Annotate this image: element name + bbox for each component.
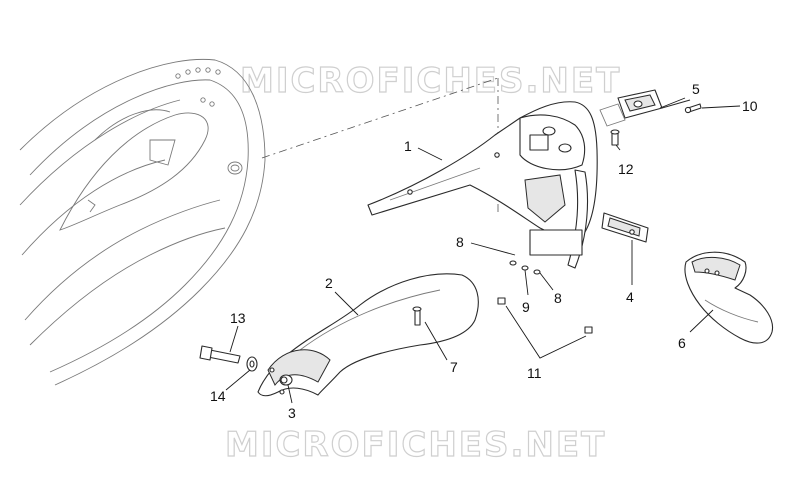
alignment-axis-line: [261, 77, 499, 159]
callout-10: 10: [742, 98, 758, 114]
part-3-washer: [280, 376, 288, 384]
callout-1: 1: [404, 138, 412, 154]
callout-2: 2: [325, 275, 333, 291]
part-10-screw: [684, 103, 702, 114]
callout-9: 9: [522, 299, 530, 315]
part-6-side-cover: [684, 251, 774, 344]
part-2-rear-fender: [257, 273, 479, 397]
callout-7: 7: [450, 359, 458, 375]
rear-body-frame: [19, 58, 266, 386]
callout-13: 13: [230, 310, 246, 326]
callout-labels: 1 2 3 4 5 6 7 8 8 9 10 11 12 13 14: [210, 81, 758, 421]
leader-lines: [225, 97, 741, 404]
watermark-bottom: MICROFICHES.NET: [225, 425, 606, 465]
part-14-washer: [246, 356, 258, 372]
callout-5: 5: [692, 81, 700, 97]
callout-11: 11: [527, 365, 542, 381]
watermark-top: MICROFICHES.NET: [240, 61, 621, 101]
callout-8a: 8: [456, 234, 464, 250]
part-11-nuts: [497, 297, 593, 334]
callout-6: 6: [678, 335, 686, 351]
callout-14: 14: [210, 388, 226, 404]
part-12-screw: [610, 129, 620, 146]
callout-8b: 8: [554, 290, 562, 306]
part-13-bolt: [199, 345, 241, 364]
part-1-rear-mudguard: [367, 101, 598, 269]
callout-12: 12: [618, 161, 634, 177]
part-5-license-light: [599, 89, 691, 127]
callout-3: 3: [288, 405, 296, 421]
part-4-plate-holder: [601, 212, 649, 243]
callout-4: 4: [626, 289, 634, 305]
